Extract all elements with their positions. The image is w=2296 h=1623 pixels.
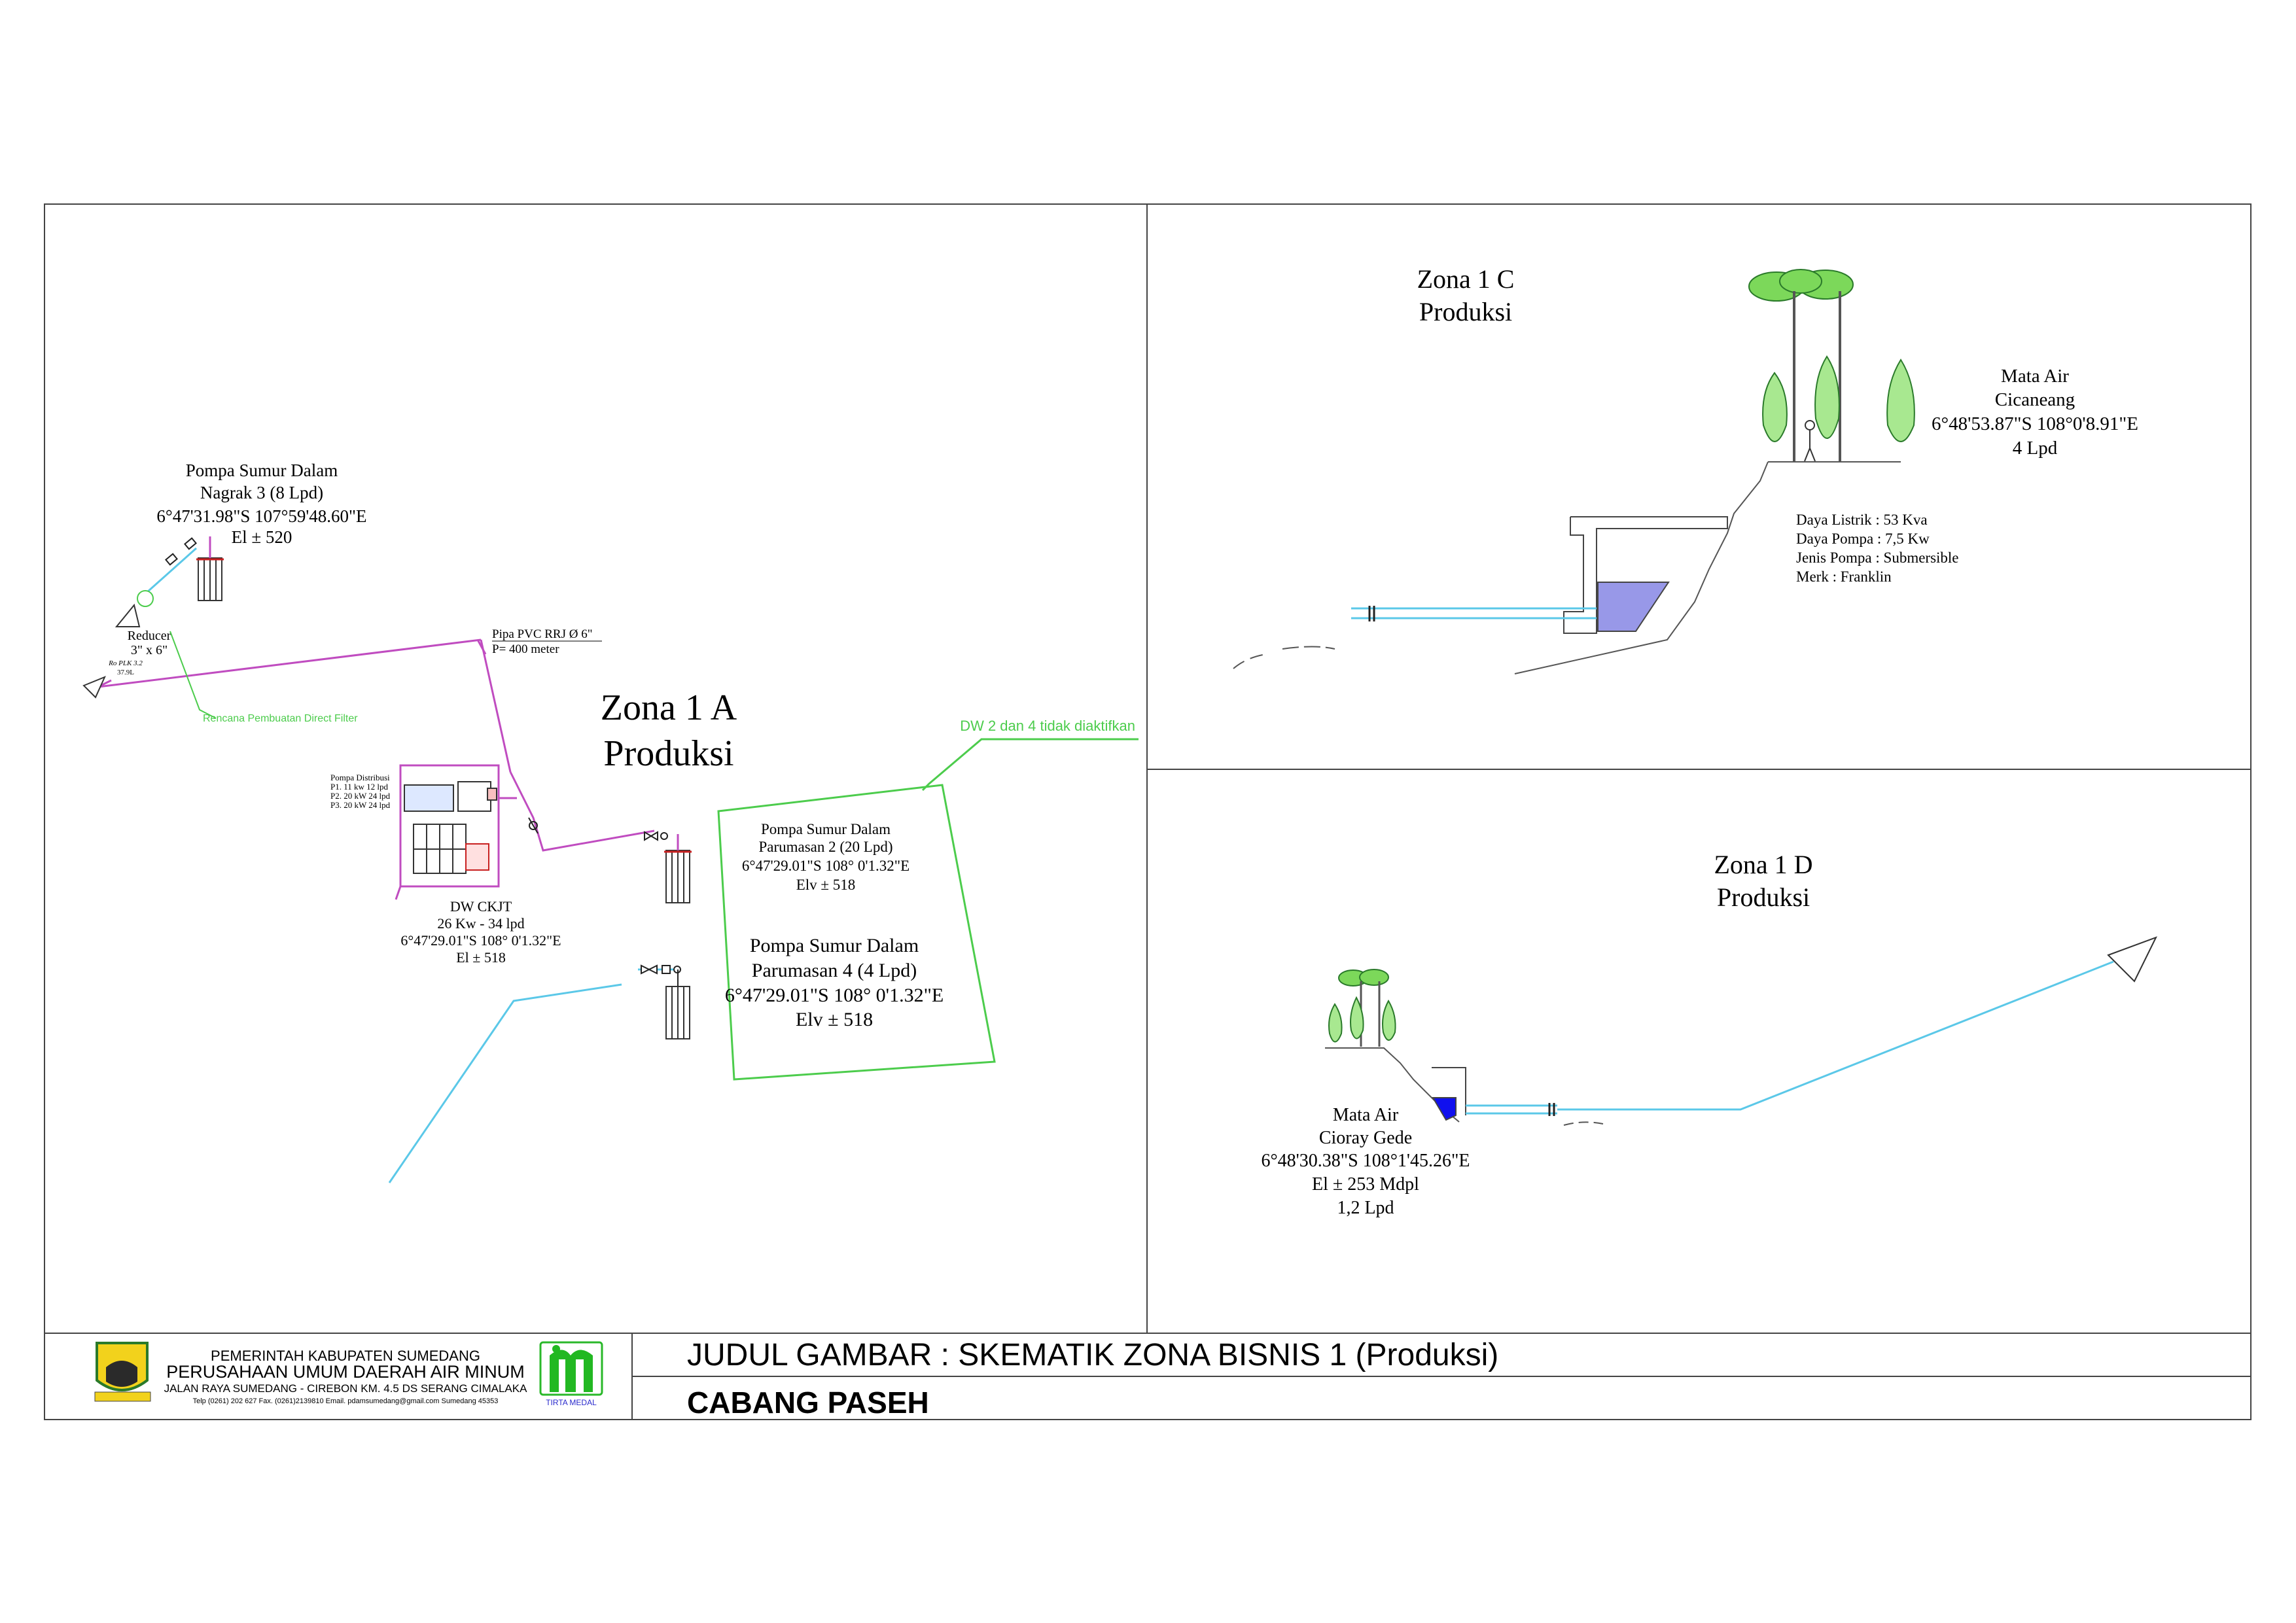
zone-1d-subtitle: Produksi [1717,882,1810,912]
svg-text:Cicaneang: Cicaneang [1995,389,2075,410]
svg-text:Daya Listrik : 53 Kva: Daya Listrik : 53 Kva [1796,512,1928,528]
svg-text:P3. 20 kW 24 lpd: P3. 20 kW 24 lpd [330,800,391,810]
reducer-label: Reducer 3" x 6" [128,629,171,657]
dw-ckjt-plant [395,764,517,900]
svg-text:Cioray Gede: Cioray Gede [1319,1128,1412,1148]
svg-text:El ± 520: El ± 520 [232,527,292,547]
svg-text:Ro PLK 3.2: Ro PLK 3.2 [108,659,143,667]
nagrak-label: Pompa Sumur Dalam Nagrak 3 (8 Lpd) 6°47'… [156,461,366,547]
zone-1d-panel: Zona 1 D Produksi [1261,850,2158,1218]
svg-text:Pompa Sumur Dalam: Pompa Sumur Dalam [186,461,338,480]
nagrak-cyan-pipe [147,547,197,593]
pipe-label: Pipa PVC RRJ Ø 6" P= 400 meter [492,627,602,656]
magenta-pipe-network [97,638,655,852]
svg-text:6°48'53.87"S 108°0'8.91"E: 6°48'53.87"S 108°0'8.91"E [1932,413,2138,434]
org-line-3: JALAN RAYA SUMEDANG - CIREBON KM. 4.5 DS… [164,1382,527,1395]
zone-1c-panel: Zona 1 C Produksi [1233,264,2138,674]
parumasan2-valve-icons [644,831,668,841]
tirta-medal-logo-icon [539,1341,603,1396]
parumasan2-label: Pompa Sumur Dalam Parumasan 2 (20 Lpd) 6… [742,821,910,893]
sumedang-logo-icon [94,1342,151,1402]
zone-1c-pipe-valve-icon [1368,606,1375,621]
dw-info-box [717,738,1139,1081]
drawing-title: JUDUL GAMBAR : SKEMATIK ZONA BISNIS 1 (P… [687,1338,1498,1372]
svg-text:Reducer: Reducer [128,629,171,643]
small-tag-label: Ro PLK 3.2 37.9L [108,659,143,676]
zone-1d-title: Zona 1 D [1714,850,1812,879]
svg-text:Mata Air: Mata Air [1333,1105,1399,1125]
svg-text:P2. 20 kW 24 lpd: P2. 20 kW 24 lpd [330,791,391,801]
svg-text:6°47'29.01"S 108° 0'1.32"E: 6°47'29.01"S 108° 0'1.32"E [725,985,944,1006]
parumasan4-cyan-pipe [388,968,680,1183]
person-icon [1804,420,1816,462]
zone-1c-trees-icon [1748,269,1915,461]
svg-text:Nagrak 3 (8 Lpd): Nagrak 3 (8 Lpd) [200,483,323,502]
svg-text:Pompa Sumur Dalam: Pompa Sumur Dalam [761,821,891,837]
dw-note: DW 2 dan 4 tidak diaktifkan [960,718,1135,734]
svg-text:1,2 Lpd: 1,2 Lpd [1337,1198,1394,1218]
svg-text:Pompa Sumur Dalam: Pompa Sumur Dalam [750,935,919,956]
filter-callout-line [169,631,217,719]
org-line-2: PERUSAHAAN UMUM DAERAH AIR MINUM [166,1362,525,1382]
zone-1c-outlet-pipe [1351,607,1597,620]
distribusi-label: Pompa Distribusi P1. 11 kw 12 lpd P2. 20… [330,773,391,810]
svg-text:El ± 253 Mdpl: El ± 253 Mdpl [1312,1174,1419,1195]
svg-text:6°47'29.01"S 108° 0'1.32"E: 6°47'29.01"S 108° 0'1.32"E [400,932,561,949]
parumasan4-label: Pompa Sumur Dalam Parumasan 4 (4 Lpd) 6°… [725,935,944,1030]
title-block: PEMERINTAH KABUPATEN SUMEDANG PERUSAHAAN… [94,1338,1498,1420]
svg-text:4 Lpd: 4 Lpd [2013,438,2058,459]
zone-1c-subtitle: Produksi [1419,297,1512,326]
nagrak-valve-icons [165,537,197,566]
svg-text:P1. 11 kw 12 lpd: P1. 11 kw 12 lpd [330,782,388,792]
parumasan4-well-icon [665,969,690,1039]
svg-text:Pipa PVC RRJ Ø 6": Pipa PVC RRJ Ø 6" [492,627,592,641]
dw-ckjt-label: DW CKJT 26 Kw - 34 lpd 6°47'29.01"S 108°… [400,898,561,966]
svg-text:Elv ± 518: Elv ± 518 [796,1009,873,1030]
magenta-valve-icon [528,817,539,834]
org-line-4: Telp (0261) 202 627 Fax. (0261)2139810 E… [193,1397,499,1405]
branch-name: CABANG PASEH [687,1386,929,1420]
svg-text:3" x 6": 3" x 6" [131,643,168,657]
zone-1d-valve-icon [1548,1103,1555,1116]
direction-arrow-icon [2107,936,2158,983]
zone-1a-subtitle: Produksi [603,733,733,774]
intake-structure [1563,516,1728,634]
filter-note: Rencana Pembuatan Direct Filter [203,713,358,724]
svg-text:Pompa Distribusi: Pompa Distribusi [330,773,390,782]
parumasan2-well-icon [664,834,692,903]
svg-text:El ± 518: El ± 518 [456,949,506,966]
svg-text:Parumasan 2 (20 Lpd): Parumasan 2 (20 Lpd) [758,839,892,855]
brand-label: TIRTA MEDAL [546,1398,597,1407]
cicaneang-label: Mata Air Cicaneang 6°48'53.87"S 108°0'8.… [1932,366,2138,459]
org-line-1: PEMERINTAH KABUPATEN SUMEDANG [211,1348,480,1364]
zone-1a-panel: Zona 1 A Produksi Pompa Sumur Dalam Nagr… [82,461,1139,1183]
cioray-gede-label: Mata Air Cioray Gede 6°48'30.38"S 108°1'… [1261,1105,1470,1218]
zone-1c-title: Zona 1 C [1417,264,1515,294]
zone-1c-terrain [1233,461,1901,674]
svg-text:Jenis Pompa : Submersible: Jenis Pompa : Submersible [1796,550,1959,566]
reducer-icon [82,590,154,699]
zone-1d-outlet-pipe [1466,960,2114,1115]
svg-text:6°48'30.38"S 108°1'45.26"E: 6°48'30.38"S 108°1'45.26"E [1261,1151,1470,1171]
svg-text:DW CKJT: DW CKJT [450,898,512,915]
svg-text:P= 400 meter: P= 400 meter [492,642,559,656]
svg-text:37.9L: 37.9L [117,669,134,676]
cioray-intake-structure [1432,1067,1466,1121]
zone-1a-title: Zona 1 A [601,688,737,728]
pump-specs: Daya Listrik : 53 Kva Daya Pompa : 7,5 K… [1796,512,1959,585]
svg-text:Mata Air: Mata Air [2001,366,2069,387]
svg-text:26 Kw - 34 lpd: 26 Kw - 34 lpd [437,915,524,932]
parumasan4-valve-icons [641,964,681,975]
drawing-frame [44,203,2252,1420]
svg-text:Parumasan 4 (4 Lpd): Parumasan 4 (4 Lpd) [752,960,917,981]
svg-text:6°47'31.98"S 107°59'48.60"E: 6°47'31.98"S 107°59'48.60"E [156,506,366,526]
nagrak-well-icon [196,536,224,601]
svg-text:Merk : Franklin: Merk : Franklin [1796,568,1892,585]
zone-1d-trees-icon [1328,969,1396,1047]
svg-text:6°47'29.01"S 108° 0'1.32"E: 6°47'29.01"S 108° 0'1.32"E [742,858,910,874]
svg-text:Elv ± 518: Elv ± 518 [796,877,856,893]
svg-text:Daya Pompa : 7,5 Kw: Daya Pompa : 7,5 Kw [1796,531,1930,547]
